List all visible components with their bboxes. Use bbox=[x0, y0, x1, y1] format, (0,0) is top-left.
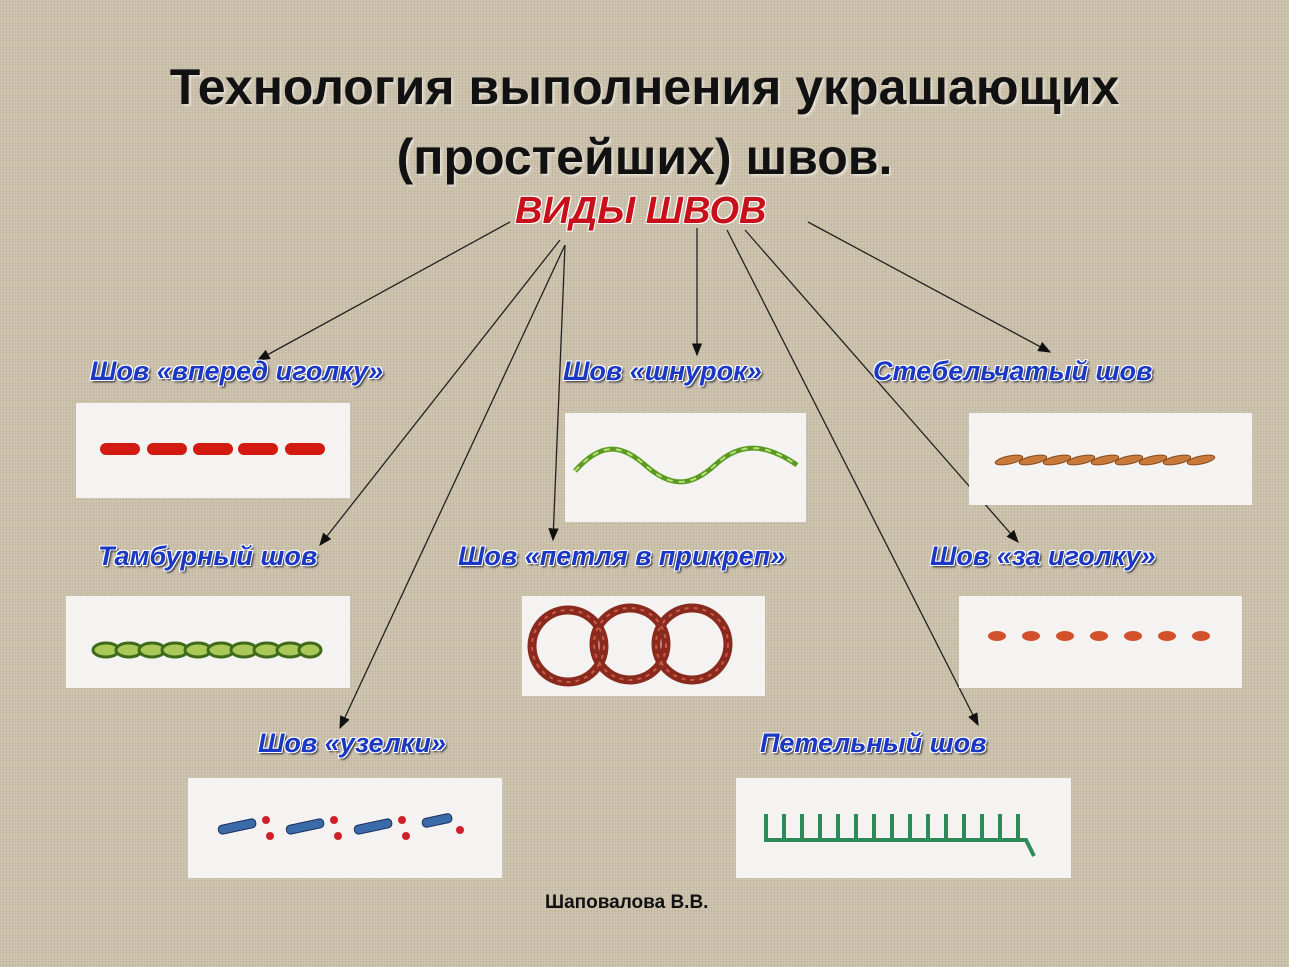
arrow-stem-stitch bbox=[807, 221, 1052, 353]
author: Шаповалова В.В. bbox=[545, 892, 709, 913]
label-chain-stitch: Тамбурный шов bbox=[98, 541, 318, 571]
subtitle: ВИДЫ ШВОВ bbox=[515, 190, 767, 232]
chain-stitch-image bbox=[66, 596, 350, 688]
label-stem-stitch: Стебельчатый шов bbox=[873, 356, 1153, 386]
arrow-blanket-stitch bbox=[726, 229, 979, 727]
knot-stitch-image bbox=[188, 778, 502, 878]
cord-stitch-image bbox=[565, 413, 806, 522]
label-backstitch: Шов «за иголку» bbox=[930, 541, 1156, 571]
arrow-running-stitch bbox=[256, 221, 511, 361]
arrow-chain-stitch bbox=[319, 239, 561, 547]
running-stitch-image bbox=[76, 403, 350, 498]
label-lazy-daisy-stitch: Шов «петля в прикреп» bbox=[458, 541, 786, 571]
arrow-knot-stitch bbox=[339, 244, 566, 730]
title-line-1: Технология выполнения украшающих bbox=[169, 59, 1120, 115]
lazy-daisy-stitch-image bbox=[522, 596, 765, 696]
blanket-stitch-image bbox=[736, 778, 1071, 878]
title-line-2: (простейших) швов. bbox=[396, 129, 893, 185]
label-blanket-stitch: Петельный шов bbox=[760, 728, 987, 758]
backstitch-image bbox=[959, 596, 1242, 688]
label-cord-stitch: Шов «шнурок» bbox=[563, 356, 762, 386]
label-knot-stitch: Шов «узелки» bbox=[258, 728, 446, 758]
stem-stitch-image bbox=[969, 413, 1252, 505]
arrow-lazy-daisy-stitch bbox=[548, 244, 566, 542]
label-running-stitch: Шов «вперед иголку» bbox=[90, 356, 384, 386]
